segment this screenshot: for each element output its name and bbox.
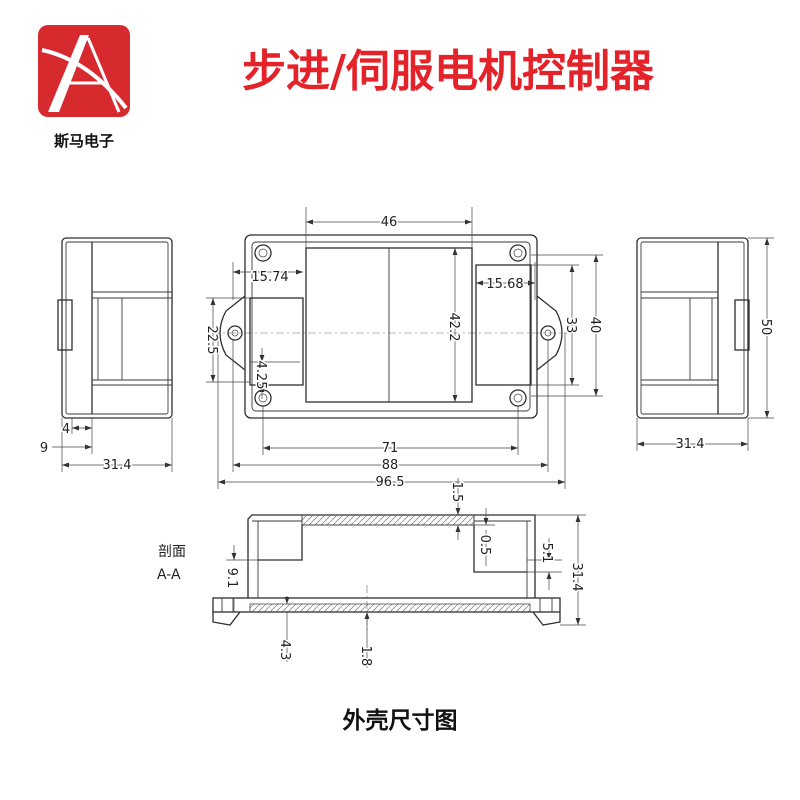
dim-label: 22.5 [204,326,219,355]
corner-screw-holes [254,244,527,407]
right-view-dimension-lines [636,237,774,451]
left-ear-hole-inner [231,329,239,337]
brand-logo-a-right-leg [86,37,121,113]
dim-label: 9 [40,441,48,456]
dim-label: 96.5 [376,475,405,490]
section-label-line1: 剖面 [158,544,186,560]
right-view-outer-body [636,237,749,419]
dim-label: 31.4 [676,437,705,452]
left-view-side-tab [57,299,73,351]
screw-hole-top-left-inner [258,248,268,258]
dim-label: 50 [758,319,773,336]
dim-label: 5.1 [539,543,554,564]
drawing-caption: 外壳尺寸图 [343,707,458,734]
dim-label: 40 [587,317,602,334]
dim-label: 42.2 [446,313,461,342]
section-left-foot [212,611,241,626]
dim-label: 88 [382,458,399,473]
dim-label: 33 [563,317,578,334]
dim-label: 46 [381,215,398,230]
screw-hole-top-right-inner [513,248,523,258]
right-view-side-tab [734,299,750,351]
page-title: 步进/伺服电机控制器 [242,46,655,97]
left-view-dimension-labels: 4 9 31.4 [38,421,133,475]
section-dimension-lines [226,478,586,668]
section-left-step [258,525,303,561]
screw-hole-top-left [254,244,272,262]
right-view-inner-body [640,241,745,415]
screw-hole-top-right [509,244,527,262]
dim-label: 4 [62,422,70,437]
top-view-dimension-labels: 46 15.74 15.68 42.2 33 40 22.5 4.25 71 8… [203,214,604,492]
section-base-hatch [249,603,531,613]
screw-hole-bottom-right-inner [513,393,523,403]
top-view-inner-body [251,241,531,412]
section-label-line2: A-A [157,567,181,583]
brand-logo [38,25,130,117]
left-terminal-window [249,297,304,386]
left-mounting-ear [219,295,246,371]
dim-label: 4.25 [253,361,268,390]
dim-label: 31.4 [103,458,132,473]
section-view: 1.5 0.5 5.1 31.4 9.1 4.3 1.8 剖面 A-A [157,478,586,668]
left-view-inner-body [65,241,169,415]
dim-label: 9.1 [224,568,239,589]
right-side-view: 50 31.4 [636,237,775,454]
top-view: 46 15.74 15.68 42.2 33 40 22.5 4.25 71 8… [203,207,604,492]
left-view-dimension-lines [52,418,173,472]
top-view-dimension-lines [206,207,603,489]
screw-hole-bottom-left [254,389,272,407]
brand-name: 斯马电子 [54,132,114,150]
dim-label: 1.5 [449,482,464,503]
dim-label: 71 [382,441,399,456]
brand-logo-a-mark-icon [48,35,89,112]
section-outer-wall [247,514,536,598]
dim-label: 15.68 [486,277,523,292]
brand-logo-swoosh [41,48,128,110]
dim-label: 15.74 [251,270,288,285]
right-view-dimension-labels: 50 31.4 [674,317,774,453]
left-side-view: 4 9 31.4 [38,237,173,475]
section-right-step [473,525,527,573]
top-view-outer-body [244,234,538,419]
left-view-outer-body [61,237,173,419]
dim-label: 0.5 [477,535,492,556]
dim-label: 31.4 [569,563,584,592]
right-mounting-ear [536,295,563,371]
dim-label: 4.3 [277,640,292,661]
screw-hole-bottom-right [509,389,527,407]
right-terminal-window [475,264,532,386]
section-lid-hatch [301,514,475,526]
left-ear-hole [227,325,243,341]
section-right-foot [532,611,561,626]
screw-hole-bottom-left-inner [258,393,268,403]
section-dimension-labels: 1.5 0.5 5.1 31.4 9.1 4.3 1.8 [223,480,586,668]
dim-label: 1.8 [358,646,373,667]
right-ear-hole-inner [544,329,552,337]
